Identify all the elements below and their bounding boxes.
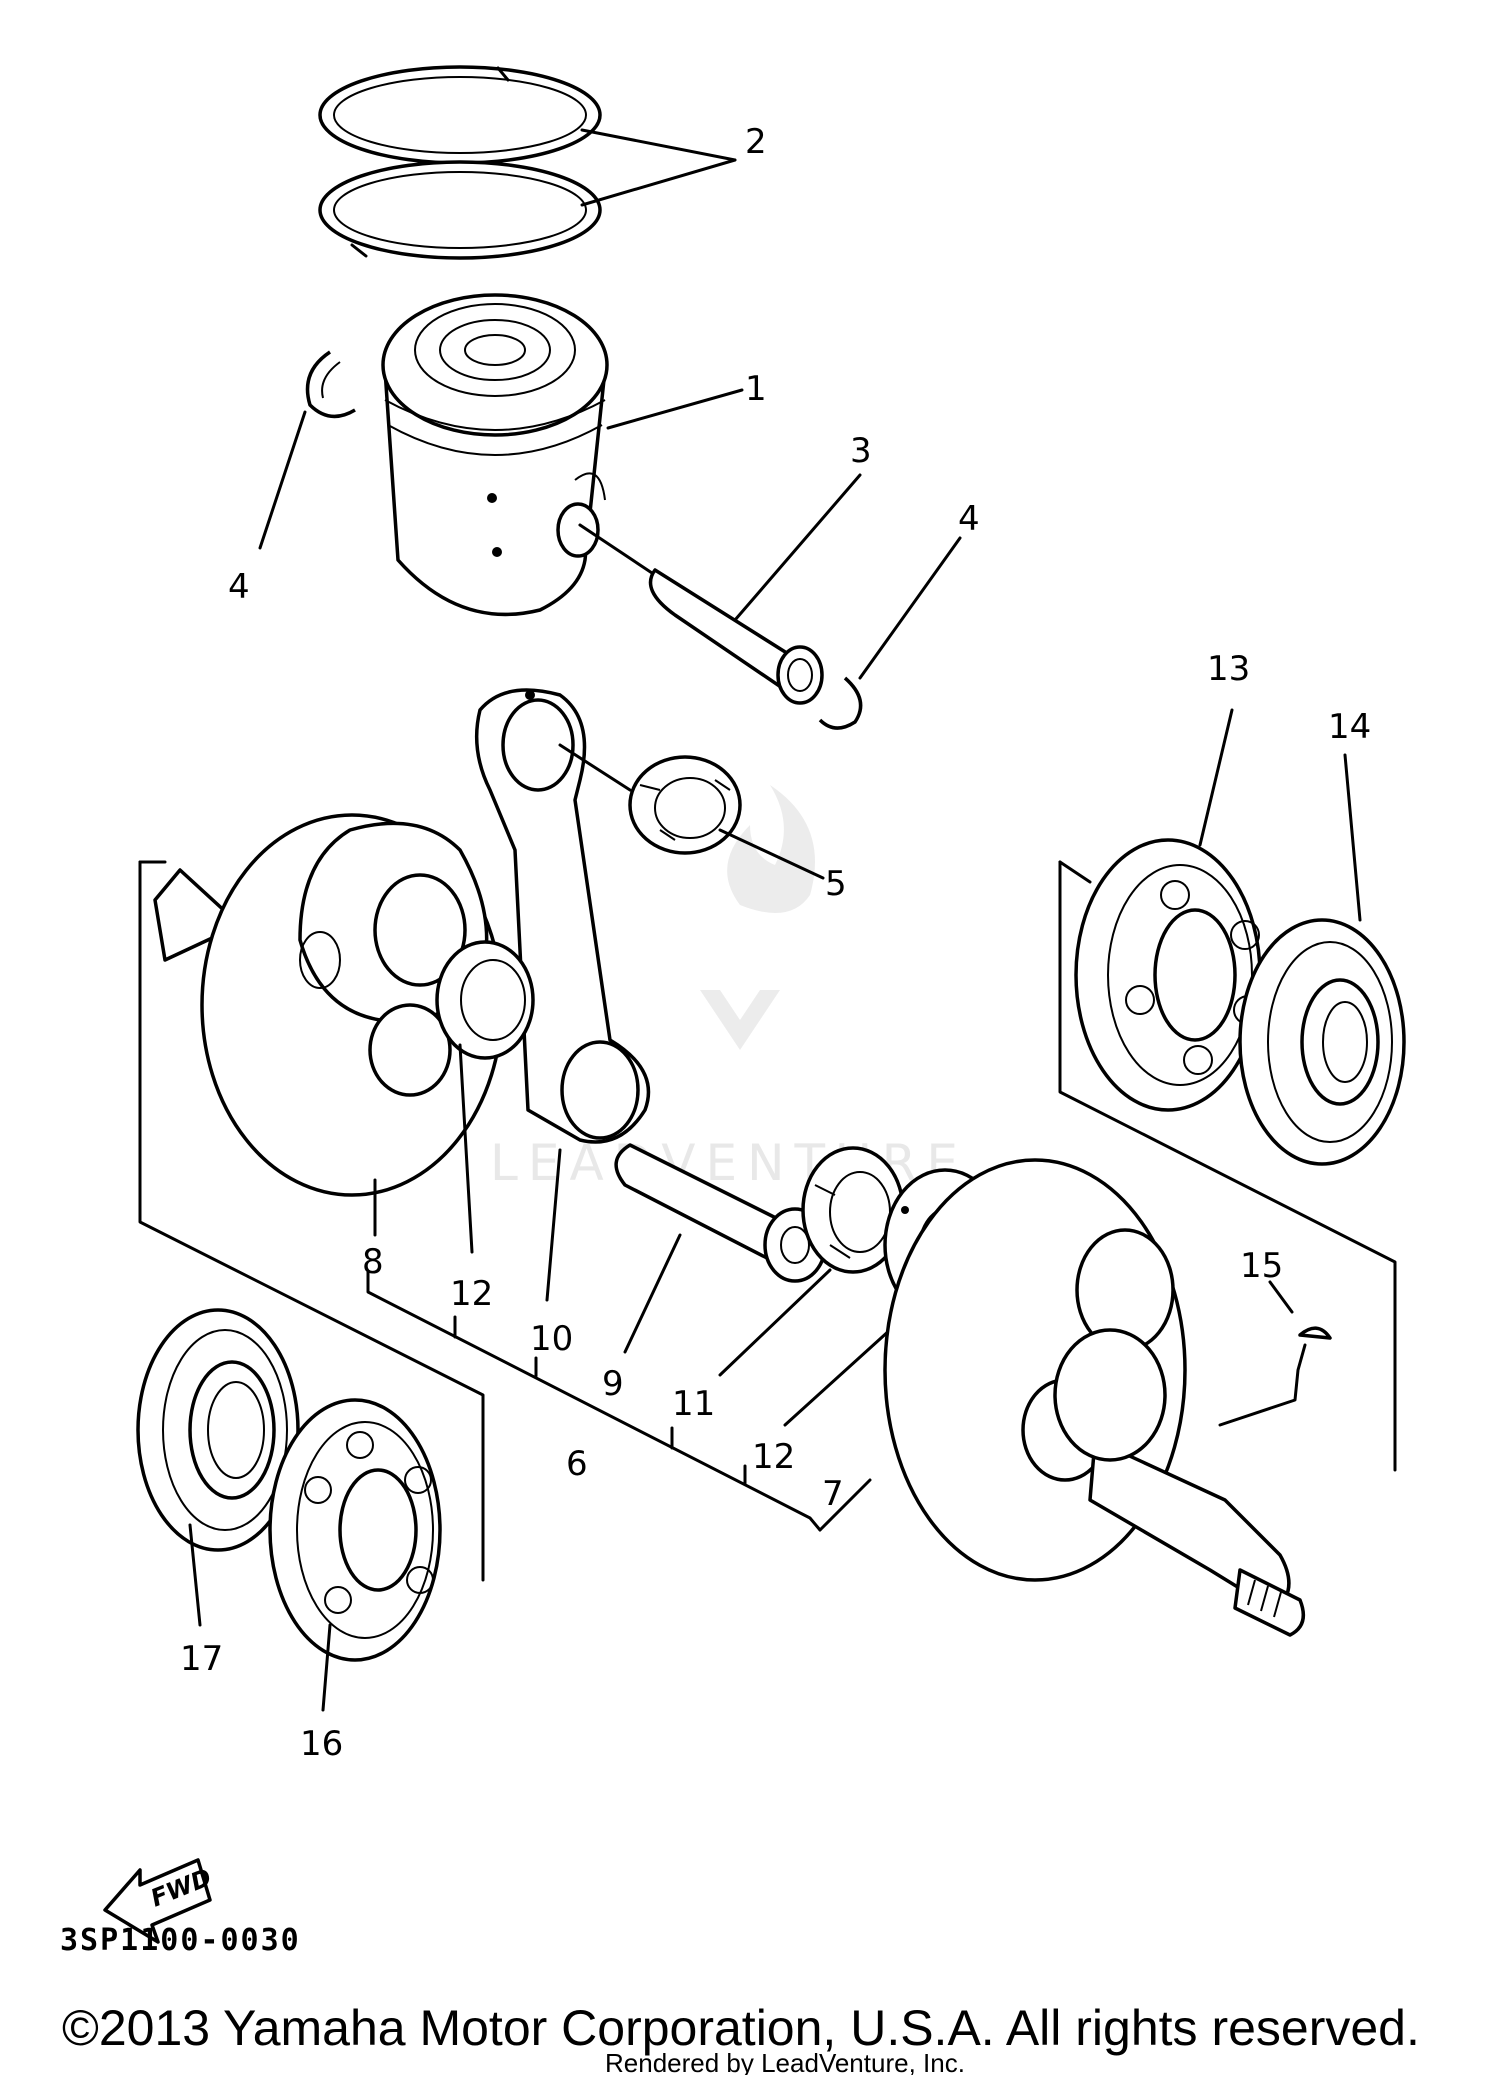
callout-3: 3: [850, 431, 872, 471]
piston-pin: [648, 568, 824, 705]
piston-rings: [318, 65, 602, 260]
oil-seal-left: [136, 1308, 300, 1552]
callout-4-left: 4: [228, 567, 250, 607]
callout-4-right: 4: [958, 499, 980, 539]
connecting-rod: [474, 688, 651, 1144]
callout-2: 2: [745, 122, 767, 162]
piston-pin-clip-left: [305, 350, 356, 419]
callout-6: 6: [566, 1444, 588, 1484]
needle-bearing-small-end: [628, 755, 742, 855]
callout-13: 13: [1207, 649, 1250, 689]
main-bearing-right: [1074, 838, 1263, 1112]
callout-9: 9: [602, 1364, 624, 1404]
main-bearing-left: [268, 1398, 442, 1662]
copyright-text: ©2013 Yamaha Motor Corporation, U.S.A. A…: [62, 2000, 1420, 2056]
leadventure-logo-watermark: [727, 785, 815, 913]
piston: [381, 293, 609, 617]
woodruff-key: [1298, 1326, 1332, 1340]
callout-5: 5: [825, 864, 847, 904]
callout-17: 17: [180, 1639, 223, 1679]
rendered-by-text: Rendered by LeadVenture, Inc.: [605, 2048, 965, 2075]
oil-seal-right: [1238, 918, 1406, 1166]
callout-12-right: 12: [752, 1437, 795, 1477]
callout-7: 7: [822, 1474, 844, 1514]
crank-web-left: [153, 813, 535, 1197]
diagram-code: 3SP1100-0030: [60, 1923, 301, 1958]
callout-11: 11: [672, 1384, 715, 1424]
fwd-arrow-icon: FWD: [103, 1858, 215, 1944]
crank-web-right: [883, 1158, 1306, 1637]
callout-15: 15: [1240, 1246, 1283, 1286]
callout-1: 1: [745, 369, 767, 409]
callout-8: 8: [362, 1242, 384, 1282]
callout-10: 10: [530, 1319, 573, 1359]
callout-12-left: 12: [450, 1274, 493, 1314]
piston-pin-clip-right: [818, 676, 863, 730]
callout-16: 16: [300, 1724, 343, 1764]
callout-14: 14: [1328, 707, 1371, 747]
